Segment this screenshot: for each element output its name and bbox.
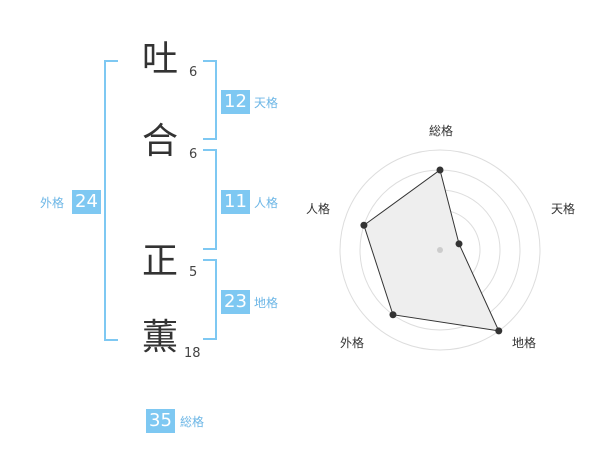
radar-ring <box>339 149 541 351</box>
tenkaku-label: 天格 <box>254 96 279 110</box>
soukaku-label: 総格 <box>180 415 205 429</box>
gaikaku-badge: 24 <box>72 190 101 214</box>
chikaku-label: 地格 <box>254 296 279 310</box>
chikaku-badge: 23 <box>221 290 250 314</box>
chikaku-bracket <box>203 259 217 340</box>
stroke-count-2: 6 <box>189 147 198 162</box>
radar-point-4 <box>389 311 397 319</box>
gaikaku-bracket <box>104 60 118 341</box>
axis-label-tenkaku: 天格 <box>551 201 575 216</box>
axis-label-jinkaku: 人格 <box>306 201 330 216</box>
stroke-count-3: 5 <box>189 265 198 280</box>
name-char-1: 吐 <box>141 39 178 80</box>
stroke-count-1: 6 <box>189 65 198 80</box>
tenkaku-bracket <box>203 60 217 140</box>
radar-center-dot <box>437 247 443 253</box>
axis-label-soukaku: 総格 <box>429 123 453 138</box>
stroke-count-4: 18 <box>184 346 201 361</box>
soukaku-badge: 35 <box>146 409 175 433</box>
jinkaku-badge: 11 <box>221 190 250 214</box>
name-char-2: 合 <box>141 121 178 162</box>
radar-polygon <box>363 169 500 332</box>
jinkaku-label: 人格 <box>254 196 279 210</box>
radar-point-3 <box>495 327 503 335</box>
radar-point-2 <box>455 240 463 248</box>
radar-point-5 <box>360 221 368 229</box>
gaikaku-label: 外格 <box>40 196 65 210</box>
axis-label-chikaku: 地格 <box>512 335 536 350</box>
radar-point-1 <box>436 166 444 174</box>
radar-chart: 総格 天格 地格 外格 人格 <box>306 123 575 351</box>
name-char-3: 正 <box>141 241 178 282</box>
axis-label-gaikaku: 外格 <box>340 335 364 350</box>
jinkaku-bracket <box>203 149 217 250</box>
tenkaku-badge: 12 <box>221 90 250 114</box>
name-char-4: 薫 <box>141 317 178 358</box>
radar-points <box>360 166 503 335</box>
